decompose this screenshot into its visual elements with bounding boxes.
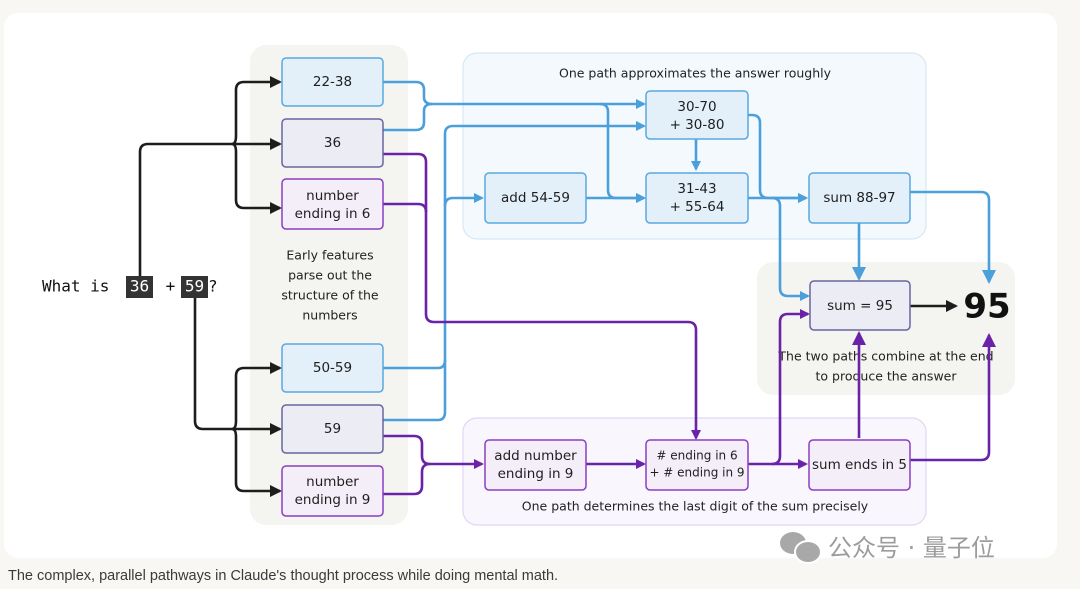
svg-text:sum 88-97: sum 88-97 bbox=[823, 190, 895, 206]
operand-b: 59 bbox=[185, 277, 204, 296]
svg-text:+ 55-64: + 55-64 bbox=[670, 199, 725, 215]
svg-text:The two paths combine at the e: The two paths combine at the end bbox=[777, 349, 993, 364]
approx-path-label: One path approximates the answer roughly bbox=[559, 66, 832, 81]
node-31-43: 31-43 + 55-64 bbox=[645, 172, 749, 224]
svg-text:to produce the answer: to produce the answer bbox=[816, 369, 958, 384]
svg-text:parse out the: parse out the bbox=[288, 268, 372, 283]
svg-text:sum = 95: sum = 95 bbox=[827, 298, 893, 314]
combine-label: The two paths combine at the end to prod… bbox=[777, 349, 993, 384]
node-sum-ends-5: sum ends in 5 bbox=[808, 439, 911, 491]
watermark: 公众号 · 量子位 bbox=[780, 528, 995, 564]
watermark-text: 公众号 · 量子位 bbox=[828, 534, 995, 562]
approx-connectors bbox=[383, 80, 996, 422]
digit-path-label: One path determines the last digit of th… bbox=[522, 499, 869, 514]
svg-text:36: 36 bbox=[324, 135, 341, 151]
svg-text:number: number bbox=[306, 474, 359, 490]
svg-text:Early features: Early features bbox=[286, 248, 373, 263]
node-a-range: 22-38 bbox=[281, 57, 384, 107]
operand-b-highlight bbox=[181, 276, 208, 298]
svg-text:What is: What is bbox=[42, 277, 119, 296]
node-30-70: 30-70 + 30-80 bbox=[645, 90, 749, 140]
node-a-digit: number ending in 6 bbox=[281, 178, 384, 230]
input-connectors bbox=[138, 76, 282, 497]
svg-text:add 54-59: add 54-59 bbox=[501, 190, 570, 206]
node-sum-95: sum = 95 bbox=[809, 280, 911, 331]
early-features-label: Early features parse out the structure o… bbox=[281, 248, 379, 323]
svg-text:ending in 9: ending in 9 bbox=[295, 492, 371, 508]
node-b-digit: number ending in 9 bbox=[281, 465, 384, 517]
svg-text:22-38: 22-38 bbox=[313, 74, 352, 90]
svg-text:50-59: 50-59 bbox=[313, 360, 352, 376]
svg-text:?: ? bbox=[208, 277, 218, 296]
svg-text:numbers: numbers bbox=[302, 308, 357, 323]
svg-text:31-43: 31-43 bbox=[677, 181, 716, 197]
svg-text:+ # ending in 9: + # ending in 9 bbox=[649, 466, 744, 480]
node-a-exact: 36 bbox=[281, 118, 384, 168]
final-answer: 95 bbox=[963, 287, 1010, 327]
operand-a: 36 bbox=[130, 277, 149, 296]
node-ending-6-9: # ending in 6 + # ending in 9 bbox=[645, 439, 749, 491]
svg-text:59: 59 bbox=[324, 421, 341, 437]
wechat-icon bbox=[780, 530, 822, 564]
digit-connectors bbox=[383, 152, 996, 496]
operand-a-highlight bbox=[126, 276, 153, 298]
figure-caption: The complex, parallel pathways in Claude… bbox=[8, 568, 559, 584]
svg-text:structure of the: structure of the bbox=[281, 288, 379, 303]
node-sum-88-97: sum 88-97 bbox=[808, 172, 911, 224]
svg-text:sum ends in 5: sum ends in 5 bbox=[812, 457, 907, 473]
svg-text:# ending in 6: # ending in 6 bbox=[656, 449, 737, 463]
node-add-ending-9: add number ending in 9 bbox=[484, 439, 587, 491]
svg-text:+: + bbox=[156, 277, 185, 296]
question-text: What is 36 + 59 ? bbox=[42, 276, 218, 298]
svg-text:number: number bbox=[306, 188, 359, 204]
node-b-range: 50-59 bbox=[281, 343, 384, 393]
node-add-54-59: add 54-59 bbox=[484, 172, 587, 224]
svg-text:+ 30-80: + 30-80 bbox=[670, 117, 725, 133]
svg-text:ending in 9: ending in 9 bbox=[498, 466, 574, 482]
svg-text:30-70: 30-70 bbox=[677, 99, 716, 115]
node-b-exact: 59 bbox=[281, 404, 384, 454]
svg-text:add number: add number bbox=[494, 448, 577, 464]
svg-text:ending in 6: ending in 6 bbox=[295, 206, 371, 222]
